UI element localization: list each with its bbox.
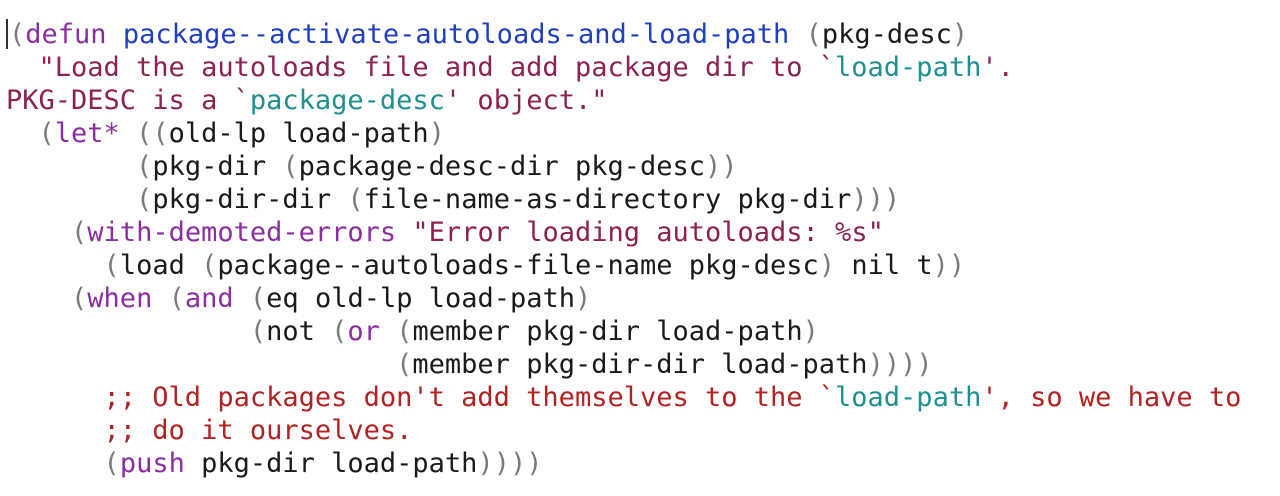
code-line: (push pkg-dir load-path)))): [6, 447, 543, 480]
code-token: ;; Old packages don't add themselves to …: [6, 382, 836, 413]
code-line: (defun package--activate-autoloads-and-l…: [6, 18, 968, 51]
code-line: (pkg-dir (package-desc-dir pkg-desc)): [6, 150, 738, 183]
code-token: [234, 283, 250, 314]
code-line: (pkg-dir-dir (file-name-as-directory pkg…: [6, 183, 900, 216]
code-token: [6, 217, 71, 248]
code-token: ): [428, 118, 445, 149]
code-line: (when (and (eq old-lp load-path): [6, 282, 591, 315]
code-token: package-desc-dir pkg-desc: [298, 151, 706, 182]
code-token: member pkg-dir load-path: [412, 316, 803, 347]
code-token: when: [87, 283, 153, 314]
code-token: (: [805, 19, 822, 50]
code-token: ' object.": [444, 85, 608, 116]
code-token: (: [201, 250, 218, 281]
code-token: and: [184, 283, 234, 314]
code-token: )))): [477, 448, 543, 479]
code-token: let*: [54, 118, 120, 149]
code-token: '.: [981, 52, 1014, 83]
code-token: pkg-dir-dir: [152, 184, 348, 215]
code-token: [6, 283, 71, 314]
code-token: (: [136, 184, 153, 215]
code-token: )))): [867, 349, 933, 380]
code-line: (not (or (member pkg-dir load-path): [6, 315, 819, 348]
code-token: push: [119, 448, 185, 479]
code-token: member pkg-dir-dir load-path: [412, 349, 868, 380]
code-token: (: [331, 316, 348, 347]
code-token: [107, 19, 123, 50]
code-token: [6, 184, 136, 215]
code-token: ', so we have to: [981, 382, 1242, 413]
code-token: (: [9, 19, 26, 50]
text-cursor: [6, 19, 8, 49]
code-token: (: [347, 184, 364, 215]
code-token: [6, 118, 39, 149]
code-token: package--activate-autoloads-and-load-pat…: [122, 19, 790, 50]
code-token: ;; do it ourselves.: [6, 415, 413, 446]
code-token: (: [249, 316, 267, 347]
code-token: pkg-dir load-path: [184, 448, 478, 479]
code-token: )): [932, 250, 966, 281]
code-token: (: [282, 151, 299, 182]
code-token: [120, 118, 136, 149]
code-token: [380, 316, 396, 347]
code-token: )): [705, 151, 738, 182]
code-token: [6, 151, 136, 182]
code-token: (: [136, 151, 153, 182]
code-token: ))): [851, 184, 901, 215]
code-line: ;; Old packages don't add themselves to …: [6, 381, 1242, 414]
code-token: ): [818, 250, 836, 281]
code-token: ): [802, 316, 819, 347]
code-token: old-lp load-path: [168, 118, 429, 149]
code-token: (: [396, 349, 413, 380]
code-token: [6, 448, 104, 479]
code-token: ((: [136, 118, 169, 149]
code-token: ): [951, 19, 969, 50]
code-token: (: [168, 283, 185, 314]
code-token: load-path: [835, 382, 982, 413]
code-token: (: [71, 283, 88, 314]
code-token: pkg-desc: [821, 19, 952, 50]
code-token: or: [347, 316, 380, 347]
code-token: (: [249, 283, 267, 314]
code-token: load-path: [835, 52, 982, 83]
code-token: "Error loading autoloads: %s": [412, 217, 884, 248]
code-line: ;; do it ourselves.: [6, 414, 413, 447]
code-token: eq old-lp load-path: [266, 283, 576, 314]
code-token: [6, 349, 396, 380]
code-token: [6, 316, 250, 347]
code-line: (with-demoted-errors "Error loading auto…: [6, 216, 884, 249]
code-line: (let* ((old-lp load-path): [6, 117, 445, 150]
code-token: (: [103, 250, 120, 281]
code-token: [789, 19, 805, 50]
code-token: defun: [25, 19, 107, 50]
code-token: (: [38, 118, 55, 149]
code-token: (: [396, 316, 413, 347]
code-line: "Load the autoloads file and add package…: [6, 51, 1014, 84]
code-token: package--autoloads-file-name pkg-desc: [217, 250, 819, 281]
code-token: [6, 250, 104, 281]
code-token: (: [71, 217, 88, 248]
code-line: (load (package--autoloads-file-name pkg-…: [6, 249, 966, 282]
code-token: with-demoted-errors: [87, 217, 397, 248]
code-token: ): [575, 283, 592, 314]
code-token: PKG-DESC is a `: [6, 85, 250, 116]
code-line: (member pkg-dir-dir load-path)))): [6, 348, 933, 381]
code-token: "Load the autoloads file and add package…: [6, 52, 836, 83]
code-token: package-desc: [249, 85, 445, 116]
code-token: [152, 283, 168, 314]
code-token: (: [103, 448, 120, 479]
code-token: not: [266, 316, 332, 347]
code-token: file-name-as-directory pkg-dir: [363, 184, 852, 215]
code-token: nil t: [835, 250, 933, 281]
code-token: load: [119, 250, 202, 281]
code-token: pkg-dir: [152, 151, 283, 182]
code-token: [396, 217, 412, 248]
code-line: PKG-DESC is a `package-desc' object.": [6, 84, 607, 117]
